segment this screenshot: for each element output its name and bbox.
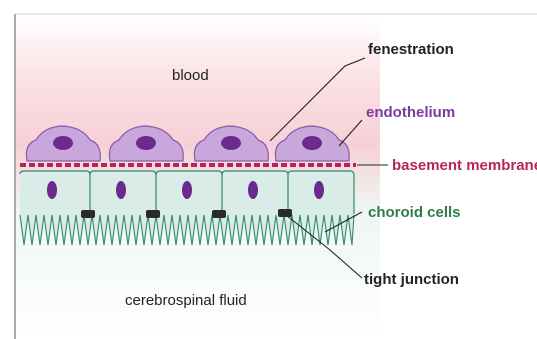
endothelium-label: endothelium <box>366 104 455 121</box>
choroid-nucleus <box>314 181 324 199</box>
tight-junction-label: tight junction <box>364 271 459 288</box>
blood-label: blood <box>172 67 209 84</box>
endothelial-nucleus <box>302 136 322 150</box>
csf-label: cerebrospinal fluid <box>125 292 247 309</box>
choroid-nucleus <box>248 181 258 199</box>
fenestration-label: fenestration <box>368 41 454 58</box>
tight-junction-marker <box>278 209 292 217</box>
tight-junction-marker <box>146 210 160 218</box>
choroid-nucleus <box>47 181 57 199</box>
choroid-cells-label: choroid cells <box>368 204 461 221</box>
endothelial-nucleus <box>221 136 241 150</box>
choroid-nucleus <box>116 181 126 199</box>
endothelial-nucleus <box>136 136 156 150</box>
tight-junction-marker <box>212 210 226 218</box>
basement-membrane-label: basement membrane <box>392 157 537 174</box>
tight-junction-marker <box>81 210 95 218</box>
endothelial-nucleus <box>53 136 73 150</box>
choroid-nucleus <box>182 181 192 199</box>
